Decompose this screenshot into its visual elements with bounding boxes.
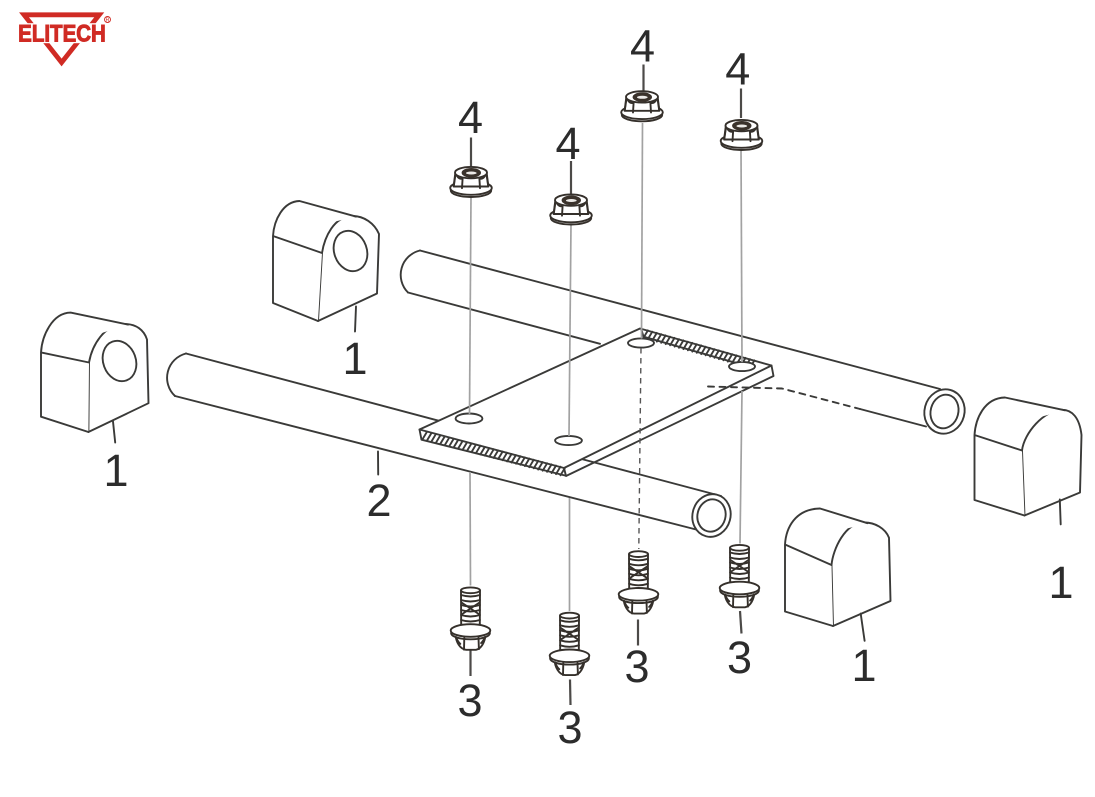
svg-text:3: 3 (457, 675, 482, 726)
svg-text:4: 4 (458, 92, 483, 143)
svg-text:3: 3 (727, 632, 752, 683)
svg-text:3: 3 (557, 702, 582, 753)
svg-text:1: 1 (103, 445, 128, 496)
svg-text:1: 1 (851, 640, 876, 691)
svg-text:4: 4 (630, 21, 655, 72)
svg-text:1: 1 (1048, 557, 1073, 608)
svg-text:2: 2 (366, 475, 391, 526)
svg-text:ELITECH: ELITECH (18, 20, 106, 47)
svg-text:3: 3 (624, 641, 649, 692)
svg-text:R: R (106, 18, 110, 24)
svg-text:4: 4 (725, 44, 750, 95)
svg-text:4: 4 (555, 118, 580, 169)
svg-text:1: 1 (342, 333, 367, 384)
